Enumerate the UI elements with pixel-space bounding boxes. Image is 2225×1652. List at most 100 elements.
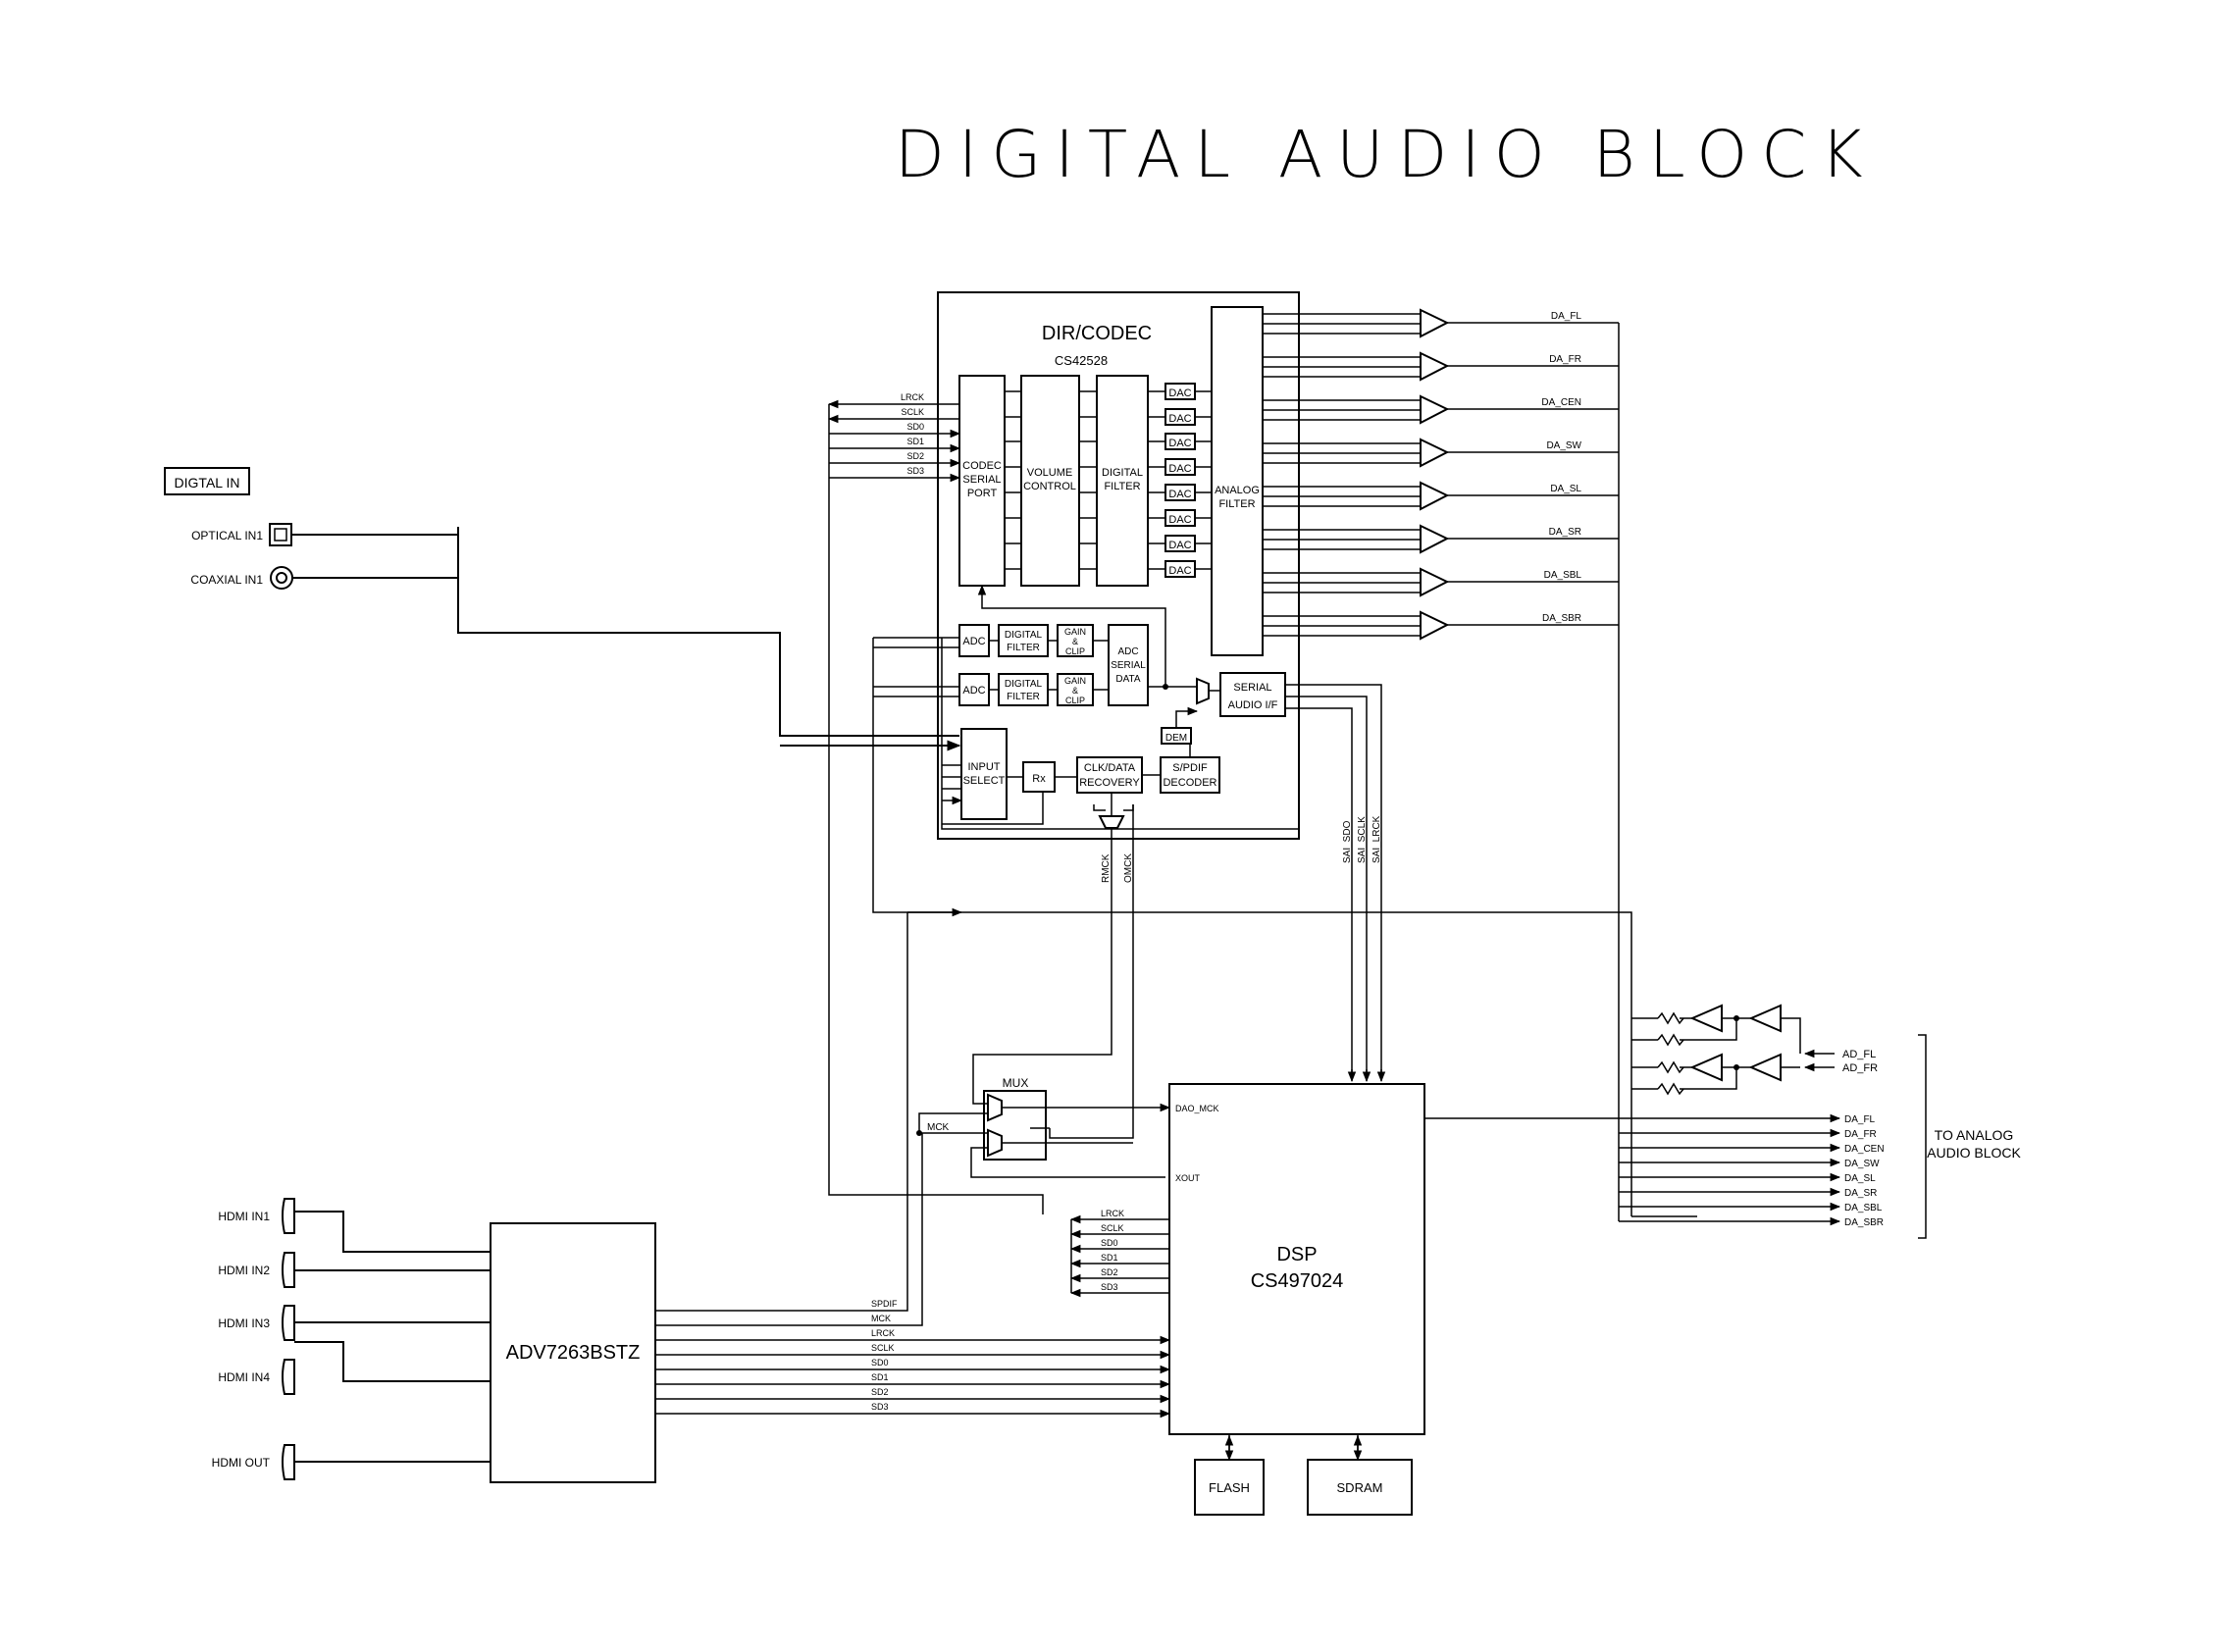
svg-text:SD1: SD1 bbox=[871, 1372, 889, 1382]
svg-text:MCK: MCK bbox=[871, 1314, 891, 1323]
dao-mck-label: DAO_MCK bbox=[1175, 1104, 1219, 1113]
svg-text:SD2: SD2 bbox=[1101, 1267, 1118, 1277]
svg-text:SD3: SD3 bbox=[906, 466, 924, 476]
dsp-part: CS497024 bbox=[1251, 1270, 1344, 1292]
svg-text:SD2: SD2 bbox=[871, 1387, 889, 1397]
output-labels: DA_FL DA_FR DA_CEN DA_SW DA_SL DA_SR DA_… bbox=[1541, 311, 1581, 624]
codec-title: DIR/CODEC bbox=[1042, 323, 1152, 344]
omck-label: OMCK bbox=[1123, 853, 1134, 883]
svg-text:ADC: ADC bbox=[962, 685, 985, 697]
digital-in-box bbox=[164, 467, 250, 495]
svg-text:DA_FL: DA_FL bbox=[1551, 311, 1582, 322]
svg-text:DA_FR: DA_FR bbox=[1549, 354, 1581, 365]
svg-text:SD1: SD1 bbox=[906, 437, 924, 446]
svg-text:DA_SL: DA_SL bbox=[1844, 1173, 1876, 1184]
svg-text:DA_SBL: DA_SBL bbox=[1844, 1203, 1883, 1213]
svg-text:DA_SBR: DA_SBR bbox=[1542, 613, 1581, 624]
adc-channel-1: ADC DIGITAL FILTER GAIN & CLIP bbox=[958, 624, 1109, 657]
hdmi-bus: SPDIF MCK LRCK SCLK SD0 SD1 SD2 SD3 bbox=[655, 907, 1171, 1419]
svg-text:SERIAL: SERIAL bbox=[962, 474, 1001, 486]
serial-audio-if bbox=[1219, 672, 1286, 717]
svg-text:FILTER: FILTER bbox=[1218, 498, 1255, 510]
coaxial-jack-icon bbox=[270, 566, 293, 590]
dac-column: DAC DAC DAC DAC DAC DAC DAC DAC bbox=[1148, 383, 1212, 578]
svg-text:SD3: SD3 bbox=[1101, 1282, 1118, 1292]
svg-text:DA_CEN: DA_CEN bbox=[1844, 1144, 1885, 1155]
hdmi-chip-label: ADV7263BSTZ bbox=[506, 1342, 641, 1364]
svg-text:CODEC: CODEC bbox=[962, 460, 1002, 472]
analog-filter bbox=[1211, 306, 1264, 656]
svg-text:DAC: DAC bbox=[1168, 413, 1191, 425]
hdmi-out-label: HDMI OUT bbox=[212, 1456, 271, 1470]
svg-text:SERIAL: SERIAL bbox=[1111, 660, 1146, 671]
svg-text:DA_SR: DA_SR bbox=[1844, 1188, 1877, 1199]
svg-text:DATA: DATA bbox=[1115, 674, 1141, 685]
svg-text:SD0: SD0 bbox=[1101, 1238, 1118, 1248]
svg-text:SD0: SD0 bbox=[871, 1358, 889, 1368]
svg-text:&: & bbox=[1072, 637, 1078, 646]
hdmi-in2-label: HDMI IN2 bbox=[218, 1264, 270, 1277]
adc-channel-2: ADC DIGITAL FILTER GAIN & CLIP bbox=[958, 673, 1109, 706]
svg-text:SAI_LRCK: SAI_LRCK bbox=[1371, 815, 1382, 863]
svg-text:AUDIO I/F: AUDIO I/F bbox=[1228, 699, 1278, 711]
svg-text:DA_FR: DA_FR bbox=[1844, 1129, 1877, 1140]
svg-text:CONTROL: CONTROL bbox=[1023, 481, 1076, 492]
svg-text:DA_SL: DA_SL bbox=[1550, 484, 1581, 494]
svg-text:DAC: DAC bbox=[1168, 514, 1191, 526]
svg-text:LRCK: LRCK bbox=[871, 1328, 895, 1338]
input-select bbox=[960, 728, 1008, 820]
svg-text:DA_SBR: DA_SBR bbox=[1844, 1217, 1884, 1228]
svg-text:DA_SR: DA_SR bbox=[1549, 527, 1581, 538]
codec-digital-filter bbox=[1096, 375, 1149, 587]
optical-in-label: OPTICAL IN1 bbox=[191, 529, 263, 542]
hdmi-in4-label: HDMI IN4 bbox=[218, 1370, 270, 1384]
svg-text:ADC: ADC bbox=[962, 636, 985, 647]
svg-text:DAC: DAC bbox=[1168, 489, 1191, 500]
svg-text:DA_SW: DA_SW bbox=[1844, 1159, 1880, 1169]
svg-text:SCLK: SCLK bbox=[1101, 1223, 1124, 1233]
svg-text:ANALOG: ANALOG bbox=[1215, 485, 1260, 496]
adc-serial-data bbox=[1108, 624, 1149, 706]
to-analog-label-1: TO ANALOG bbox=[1935, 1127, 2014, 1143]
svg-text:CLIP: CLIP bbox=[1065, 646, 1085, 656]
analog-bracket bbox=[1918, 1034, 1927, 1239]
sdram-block bbox=[1307, 1459, 1413, 1516]
svg-text:&: & bbox=[1072, 686, 1078, 696]
svg-text:DA_SW: DA_SW bbox=[1546, 440, 1581, 451]
diagram-title: DIGITAL AUDIO BLOCK bbox=[895, 117, 1877, 192]
svg-text:DA_CEN: DA_CEN bbox=[1541, 397, 1581, 408]
svg-text:ADC: ADC bbox=[1117, 646, 1138, 657]
svg-text:SCLK: SCLK bbox=[901, 407, 924, 417]
hdmi-chip bbox=[490, 1222, 656, 1483]
svg-text:PORT: PORT bbox=[967, 488, 998, 499]
svg-text:DIGITAL: DIGITAL bbox=[1005, 630, 1043, 641]
mux-block bbox=[983, 1090, 1047, 1161]
sai-lines: SAI_SDO SAI_SCLK SAI_LRCK bbox=[1285, 684, 1386, 1083]
svg-text:SD3: SD3 bbox=[871, 1402, 889, 1412]
da-bus-labels: DA_FL DA_FR DA_CEN DA_SW DA_SL DA_SR DA_… bbox=[1844, 1114, 1885, 1228]
svg-text:FILTER: FILTER bbox=[1007, 692, 1040, 702]
to-analog-label-2: AUDIO BLOCK bbox=[1927, 1145, 2021, 1161]
analog-input-bus bbox=[872, 638, 1632, 1216]
codec-part: CS42528 bbox=[1055, 353, 1108, 368]
output-mux-icon bbox=[1196, 677, 1210, 705]
svg-text:SAI_SCLK: SAI_SCLK bbox=[1357, 816, 1368, 863]
svg-text:SD0: SD0 bbox=[906, 422, 924, 432]
dsp-port-lines: LRCK SCLK SD0 SD1 SD2 SD3 bbox=[1069, 1209, 1169, 1298]
dsp-name: DSP bbox=[1276, 1244, 1317, 1265]
analog-input-stage bbox=[1631, 1004, 1835, 1096]
svg-text:FILTER: FILTER bbox=[1104, 481, 1140, 492]
svg-text:DEM: DEM bbox=[1165, 733, 1187, 744]
svg-text:CLK/DATA: CLK/DATA bbox=[1084, 762, 1136, 774]
rmck-label: RMCK bbox=[1101, 853, 1112, 883]
svg-text:S/PDIF: S/PDIF bbox=[1172, 762, 1208, 774]
svg-text:GAIN: GAIN bbox=[1064, 627, 1086, 637]
ad-fl-label: AD_FL bbox=[1842, 1049, 1876, 1060]
codec-data-path bbox=[1005, 390, 1097, 570]
mck-label: MCK bbox=[927, 1122, 950, 1133]
hdmi-connectors bbox=[282, 1198, 295, 1480]
clock-mux-icon bbox=[1098, 815, 1125, 829]
svg-text:SD2: SD2 bbox=[906, 451, 924, 461]
svg-text:LRCK: LRCK bbox=[1101, 1209, 1124, 1218]
